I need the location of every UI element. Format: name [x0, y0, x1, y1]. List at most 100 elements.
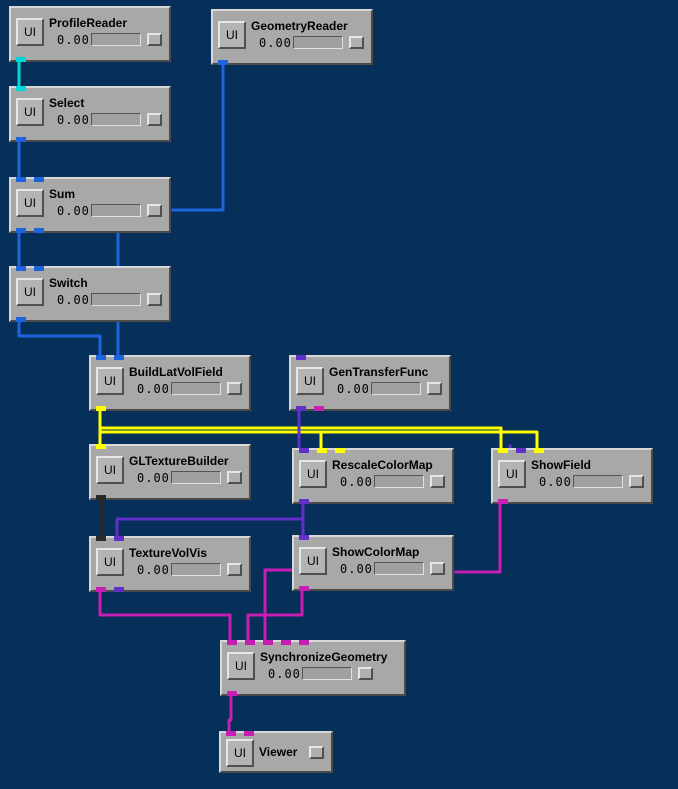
- input-port[interactable]: [114, 355, 124, 360]
- module-toggle[interactable]: [358, 667, 373, 680]
- module-toggle[interactable]: [349, 36, 364, 49]
- module-toggle[interactable]: [227, 563, 242, 576]
- ui-button[interactable]: UI: [96, 367, 124, 395]
- ui-button[interactable]: UI: [227, 652, 255, 680]
- output-port[interactable]: [16, 317, 26, 322]
- progress-bar: [293, 36, 343, 49]
- output-port[interactable]: [299, 499, 309, 504]
- ui-button[interactable]: UI: [226, 739, 254, 767]
- connection-wire[interactable]: [17, 318, 102, 359]
- output-port[interactable]: [498, 499, 508, 504]
- input-port[interactable]: [96, 444, 106, 449]
- ui-button[interactable]: UI: [299, 460, 327, 488]
- ui-button[interactable]: UI: [218, 21, 246, 49]
- progress-readout: 0.00: [137, 382, 170, 396]
- input-port[interactable]: [299, 535, 309, 540]
- module-toggle[interactable]: [227, 382, 242, 395]
- input-port[interactable]: [96, 355, 106, 360]
- connection-wire[interactable]: [171, 61, 225, 212]
- module-toggle[interactable]: [147, 204, 162, 217]
- ui-button[interactable]: UI: [16, 18, 44, 46]
- input-port[interactable]: [244, 731, 254, 736]
- output-port[interactable]: [16, 228, 26, 233]
- output-port[interactable]: [96, 406, 106, 411]
- input-port[interactable]: [335, 448, 345, 453]
- input-port[interactable]: [16, 86, 26, 91]
- output-port[interactable]: [296, 406, 306, 411]
- module-toggle[interactable]: [227, 471, 242, 484]
- progress-bar: [91, 293, 141, 306]
- progress-bar: [171, 382, 221, 395]
- input-port[interactable]: [226, 731, 236, 736]
- input-port[interactable]: [96, 536, 106, 541]
- input-port[interactable]: [263, 640, 273, 645]
- input-port[interactable]: [34, 177, 44, 182]
- input-port[interactable]: [34, 266, 44, 271]
- ui-button[interactable]: UI: [296, 367, 324, 395]
- input-port[interactable]: [114, 536, 124, 541]
- input-port[interactable]: [516, 448, 526, 453]
- module-toggle[interactable]: [147, 113, 162, 126]
- input-port[interactable]: [227, 640, 237, 645]
- output-port[interactable]: [227, 691, 237, 696]
- output-port[interactable]: [218, 60, 228, 65]
- progress-readout: 0.00: [268, 667, 301, 681]
- input-port[interactable]: [299, 448, 309, 453]
- connection-wire[interactable]: [98, 588, 232, 644]
- output-port[interactable]: [114, 587, 124, 592]
- module-toggle[interactable]: [430, 475, 445, 488]
- output-port[interactable]: [16, 137, 26, 142]
- input-port[interactable]: [16, 266, 26, 271]
- module-toggle[interactable]: [147, 33, 162, 46]
- connection-wire[interactable]: [246, 587, 304, 644]
- input-port[interactable]: [498, 448, 508, 453]
- ui-button[interactable]: UI: [96, 456, 124, 484]
- module-toggle[interactable]: [629, 475, 644, 488]
- output-port[interactable]: [96, 587, 106, 592]
- output-port[interactable]: [16, 57, 26, 62]
- connection-wire[interactable]: [454, 500, 502, 574]
- input-port[interactable]: [281, 640, 291, 645]
- output-port[interactable]: [314, 406, 324, 411]
- connection-wire[interactable]: [115, 517, 305, 540]
- input-port[interactable]: [317, 448, 327, 453]
- ui-button[interactable]: UI: [498, 460, 526, 488]
- output-port[interactable]: [96, 495, 106, 500]
- ui-button[interactable]: UI: [96, 548, 124, 576]
- ui-button[interactable]: UI: [16, 278, 44, 306]
- module-toggle[interactable]: [427, 382, 442, 395]
- connection-wire[interactable]: [227, 692, 233, 735]
- connection-wire[interactable]: [263, 568, 296, 644]
- ui-button[interactable]: UI: [16, 189, 44, 217]
- output-port[interactable]: [34, 228, 44, 233]
- input-port[interactable]: [299, 640, 309, 645]
- connection-wire[interactable]: [319, 430, 539, 452]
- module-toggle[interactable]: [430, 562, 445, 575]
- input-port[interactable]: [296, 355, 306, 360]
- module-toggle[interactable]: [309, 746, 324, 759]
- ui-button[interactable]: UI: [299, 547, 327, 575]
- connection-wire[interactable]: [98, 426, 503, 452]
- module-toggle[interactable]: [147, 293, 162, 306]
- input-port[interactable]: [16, 177, 26, 182]
- ui-button[interactable]: UI: [16, 98, 44, 126]
- module-title: Switch: [49, 276, 88, 290]
- output-port[interactable]: [299, 586, 309, 591]
- input-port[interactable]: [534, 448, 544, 453]
- input-port[interactable]: [245, 640, 255, 645]
